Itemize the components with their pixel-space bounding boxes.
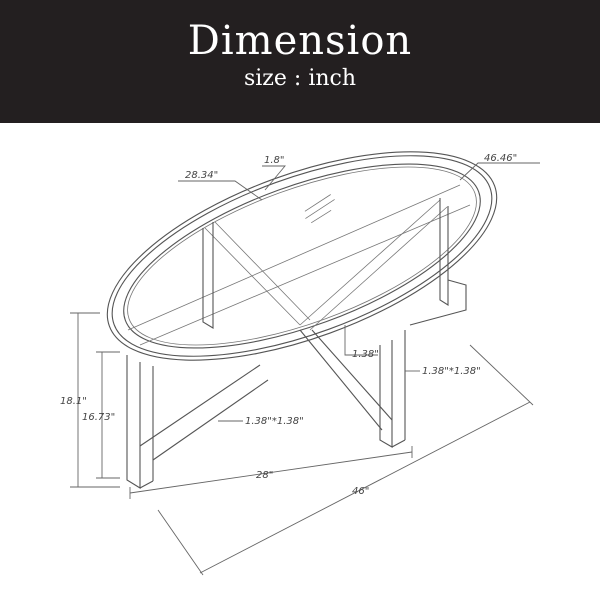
dimension-lines [70, 162, 540, 576]
label-leg-section-left: 1.38"*1.38" [245, 416, 304, 427]
header-banner: Dimension size : inch [0, 0, 600, 123]
coffee-table-illustration [106, 151, 498, 489]
label-rim-width: 1.8" [264, 155, 285, 166]
page-title: Dimension [187, 18, 413, 64]
table-top [106, 151, 498, 361]
label-base-height: 16.73" [82, 412, 115, 423]
page-subtitle: size : inch [243, 66, 357, 91]
label-base-depth: 28" [256, 470, 273, 481]
label-total-height: 18.1" [60, 396, 87, 407]
dimension-labels: 28.34" 1.8" 46.46" 1.38" 1.38"*1.38" 1.3… [60, 153, 517, 497]
table-dimension-drawing: 28.34" 1.8" 46.46" 1.38" 1.38"*1.38" 1.3… [60, 151, 540, 576]
front-leg-right [299, 329, 406, 448]
label-base-length: 46" [352, 486, 369, 497]
label-leg-inset: 1.38" [352, 349, 379, 360]
label-top-depth: 28.34" [185, 170, 218, 181]
cross-brace [127, 184, 471, 346]
back-legs [202, 198, 467, 329]
label-top-length: 46.46" [484, 153, 517, 164]
front-leg-left [126, 355, 269, 489]
label-leg-section-right: 1.38"*1.38" [422, 366, 481, 377]
